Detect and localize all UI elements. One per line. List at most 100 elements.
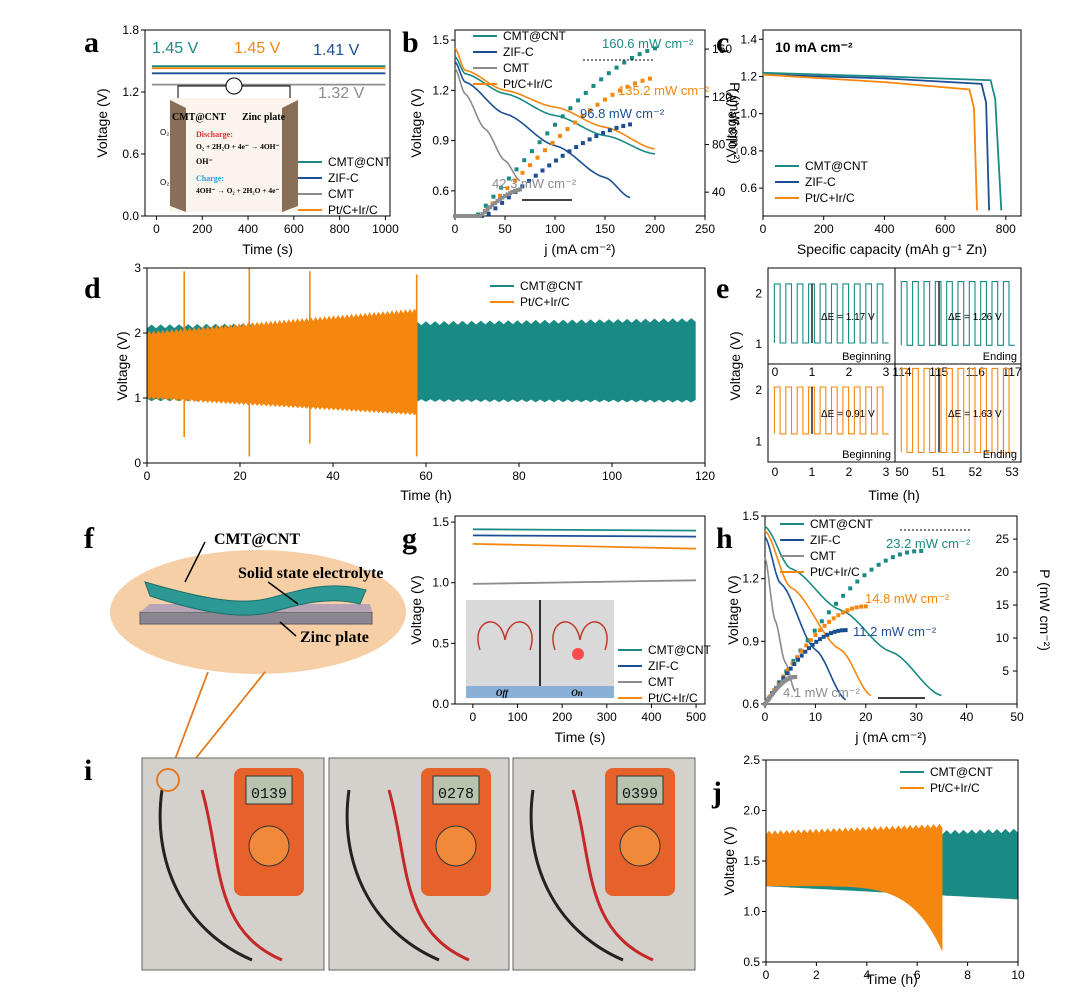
b-power-point — [614, 65, 619, 70]
h-power-label: 14.8 mW cm⁻² — [865, 591, 950, 606]
i-probe-black — [345, 789, 440, 962]
d-cycling-band — [147, 308, 417, 416]
b-power-point — [535, 155, 540, 160]
h-power-point — [788, 666, 793, 671]
e-voltage-trace — [900, 367, 1015, 454]
b-power-point — [633, 81, 637, 86]
b-power-point — [645, 48, 650, 53]
e-xtick-label: 1 — [809, 365, 816, 379]
b-polarization-curve — [454, 56, 656, 155]
h-y2tick-label: 5 — [1002, 664, 1009, 678]
b-power-point — [515, 188, 520, 193]
i-zoom-circle — [156, 768, 180, 792]
h-power-point — [912, 549, 917, 554]
b-xtick-label: 150 — [595, 222, 615, 236]
g-plot-frame — [454, 515, 706, 705]
e-corner-label: Ending — [983, 449, 1017, 461]
h-power-point — [828, 631, 833, 636]
a-voltage-label: 1.45 V — [234, 40, 281, 57]
b-power-point — [500, 195, 505, 200]
b-power-point — [587, 137, 592, 142]
b-polarization-curve — [454, 61, 631, 199]
a-inset-left-electrode — [170, 100, 186, 212]
b-power-point — [465, 214, 470, 218]
h-power-point — [862, 573, 867, 578]
h-power-point — [919, 548, 924, 553]
b-xtick-label: 200 — [645, 222, 665, 236]
h-power-label: 4.1 mW cm⁻² — [783, 685, 861, 700]
b-power-point — [483, 203, 488, 208]
b-polarization-curve — [454, 68, 521, 182]
f-label-cmt: CMT@CNT — [214, 531, 300, 548]
b-power-point — [510, 189, 515, 194]
h-power-point — [819, 619, 824, 624]
h-ytick-label: 0.6 — [742, 697, 759, 711]
b-power-point — [618, 88, 622, 93]
a-inset-discharge: Discharge: — [196, 130, 233, 139]
g-photo-off-label: Off — [496, 688, 509, 698]
h-power-point — [845, 608, 850, 613]
h-power-point — [840, 610, 845, 615]
c-discharge-curve — [762, 73, 978, 211]
b-power-point — [498, 193, 502, 198]
h-power-point — [785, 667, 790, 672]
b-power-label: 96.8 mW cm⁻² — [580, 106, 665, 121]
j-xaxis-title: Time (h) — [866, 971, 918, 987]
h-power-point — [854, 605, 859, 610]
d-xtick-label: 100 — [602, 469, 622, 483]
b-power-point — [486, 211, 491, 216]
f-label-sse: Solid state electrolyte — [238, 565, 383, 582]
d-ytick-label: 3 — [134, 261, 141, 275]
a-plot-frame — [144, 29, 391, 217]
i-dial-knob — [248, 825, 290, 867]
j-xtick-label: 4 — [863, 968, 870, 982]
b-y2axis-title: P (mW cm⁻²) — [727, 82, 743, 164]
b-power-point — [473, 214, 477, 218]
b-power-point — [453, 214, 457, 218]
b-power-point — [637, 52, 642, 57]
d-ytick-label: 2 — [134, 326, 141, 340]
b-power-point — [568, 106, 573, 111]
b-power-point — [588, 108, 592, 113]
h-xtick-label: 20 — [859, 710, 873, 724]
h-power-point — [822, 623, 827, 628]
d-legend-label: Pt/C+Ir/C — [520, 295, 570, 309]
b-power-point — [458, 214, 462, 218]
h-power-point — [863, 604, 868, 609]
h-legend-label: Pt/C+Ir/C — [810, 565, 860, 579]
b-power-point — [533, 173, 538, 178]
j-cycling-band — [766, 823, 943, 952]
i-dial-knob — [619, 825, 661, 867]
a-inset-right-electrode — [282, 100, 298, 212]
i-multimeter-reading: 0139 — [251, 786, 287, 803]
h-ytick-label: 1.2 — [742, 572, 759, 586]
b-power-point — [508, 191, 512, 196]
b-power-point — [603, 97, 607, 102]
b-power-point — [493, 201, 497, 206]
a-xtick-label: 0 — [153, 222, 160, 236]
panel-label-h: h — [716, 522, 733, 555]
b-ytick-label: 0.9 — [432, 134, 449, 148]
b-power-point — [601, 130, 606, 135]
e-voltage-trace — [900, 281, 1015, 346]
b-power-point — [640, 78, 645, 83]
g-photo-caption-bar — [466, 686, 614, 698]
g-xtick-label: 200 — [552, 710, 572, 724]
g-xtick-label: 500 — [686, 710, 706, 724]
h-power-point — [826, 610, 831, 615]
b-plot-frame — [454, 29, 706, 217]
g-photo-on-label: On — [571, 688, 583, 698]
b-yaxis-title: Voltage (V) — [408, 88, 424, 157]
a-ytick-label: 1.2 — [122, 85, 139, 99]
h-power-point — [791, 658, 796, 663]
i-multimeter-reading: 0399 — [622, 786, 658, 803]
b-power-point — [595, 102, 600, 107]
b-xaxis-title: j (mA cm⁻²) — [543, 241, 615, 257]
b-power-point — [498, 197, 502, 202]
b-power-point — [625, 84, 630, 89]
b-power-point — [573, 120, 577, 125]
